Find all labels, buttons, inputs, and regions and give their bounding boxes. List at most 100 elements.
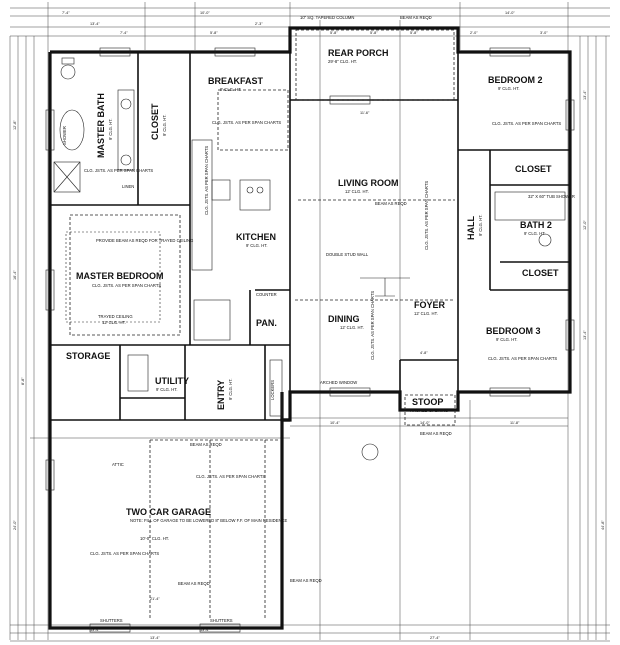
foyer-clg: 12' CLG. HT.: [414, 311, 438, 316]
jsts-dining-note: CLG. JSTS. AS PER SPAN CHARTS: [370, 291, 375, 360]
dim-bot-e: 11'-8": [510, 421, 520, 425]
master-bedroom-tray-ht: 12' CLG. HT.: [102, 320, 126, 325]
breakfast-label: BREAKFAST: [208, 76, 264, 86]
beam-living-note: BEAM AS REQD: [375, 201, 407, 206]
counter-note: COUNTER: [256, 292, 277, 297]
dim-left-c: 24'-0": [13, 520, 17, 530]
rear-porch-clg: 29'-8" CLG. HT.: [328, 59, 357, 64]
dim-living-w: 11'-6": [360, 111, 370, 115]
beam-garage2-note: BEAM AS REQD: [290, 578, 322, 583]
beam-garage1-note: BEAM AS REQD: [178, 581, 210, 586]
dim-top-k: 13'-4": [90, 22, 100, 26]
dimension-lines: [9, 2, 610, 642]
toilet-fixture: [60, 64, 76, 80]
garage-label: TWO CAR GARAGE: [126, 507, 211, 517]
dim-top-e: 5'-8": [330, 31, 338, 35]
toilet-bath2: [538, 233, 552, 247]
hall-clg: 9' CLG. HT.: [478, 214, 483, 236]
utility-clg: 9' CLG. HT.: [156, 387, 178, 392]
kitchen-clg: 9' CLG. HT.: [246, 243, 268, 248]
dining-label: DINING: [328, 314, 360, 324]
dim-left-d: 8'-8": [21, 377, 25, 385]
dim-left-b: 16'-4": [13, 270, 17, 280]
lockers-label: LOCKERS: [270, 380, 275, 400]
interior-walls: [50, 52, 570, 421]
breakfast-clg: 9' CLG. HT.: [220, 87, 242, 92]
closet-master-label: CLOSET: [150, 103, 160, 140]
bedroom3-label: BEDROOM 3: [486, 326, 541, 336]
jsts-garage2-note: CLG. JSTS. AS PER SPAN CHARTS: [90, 551, 159, 556]
dim-top-b: 10'-0": [200, 11, 210, 15]
dim-bot-a: 13'-4": [90, 628, 100, 632]
dim-bot-f: 13'-4": [150, 636, 160, 640]
dashed-outlines: [69, 29, 456, 620]
jsts-bed2-note: CLG. JSTS. AS PER SPAN CHARTS: [492, 121, 561, 126]
entry-label: ENTRY: [216, 380, 226, 410]
dim-top-c: 7'-4": [120, 31, 128, 35]
dim-right-b: 12'-0": [583, 220, 587, 230]
beam-rear-note: BEAM AS REQD: [400, 15, 432, 20]
attic-note: ATTIC: [112, 462, 124, 467]
garage-clg: 10'-0" CLG. HT.: [140, 536, 169, 541]
dimension-labels: 7'-4" 10'-0" 7'-4" 5'-8" 5'-8" 5'-8" 5'-…: [13, 11, 605, 640]
dim-top-d: 5'-8": [210, 31, 218, 35]
dim-bot-g: 27'-4": [430, 636, 440, 640]
beam-stoop-note: BEAM AS REQD: [420, 431, 452, 436]
closet-master-clg: 9' CLG. HT.: [162, 114, 167, 136]
dim-right-c: 13'-4": [583, 330, 587, 340]
bath2-clg: 9' CLG. HT.: [524, 231, 546, 236]
tub-fixture: [59, 109, 85, 151]
pantry-label: PAN.: [256, 318, 277, 328]
dim-top-l: 2'-3": [255, 22, 263, 26]
arched-window-note: ARCHED WINDOW: [320, 380, 357, 385]
bedroom3-clg: 9' CLG. HT.: [496, 337, 518, 342]
double-stud-note: DOUBLE STUD WALL: [326, 252, 369, 257]
ridge-marker: [361, 443, 379, 461]
jsts-kitchen-note: CLG. JSTS. AS PER SPAN CHARTS: [204, 146, 209, 215]
shower-fixture: [53, 161, 81, 193]
range-fixture: [211, 179, 231, 201]
entry-clg: 9' CLG. HT.: [228, 378, 233, 400]
living-room-label: LIVING ROOM: [338, 178, 399, 188]
linen-note: LINEN: [122, 184, 134, 189]
master-bedroom-tray: TRAYED CEILING: [98, 314, 133, 319]
kitchen-island: [239, 179, 271, 211]
windows: [45, 47, 575, 633]
bedroom2-clg: 9' CLG. HT.: [498, 86, 520, 91]
dim-top-f: 5'-8": [370, 31, 378, 35]
shutters-note-2: SHUTTERS: [210, 618, 233, 623]
rear-porch-label: REAR PORCH: [328, 48, 389, 58]
dim-top-i: 2'-0": [470, 31, 478, 35]
dim-left-a: 12'-8": [13, 120, 17, 130]
dim-top-h: 14'-0": [505, 11, 515, 15]
provide-beam-note: PROVIDE BEAM AS REQD FOR TRAYED CEILING: [96, 238, 193, 243]
room-labels: REAR PORCH 29'-8" CLG. HT. BREAKFAST 9' …: [66, 48, 559, 541]
master-bedroom-jsts: CLG. JSTS. AS PER SPAN CHARTS: [92, 283, 161, 288]
garage-fill-note: NOTE: FILL OF GARAGE TO BE LOWERED 8" BE…: [130, 518, 288, 523]
stoop-label: STOOP: [412, 397, 443, 407]
dim-top-j: 3'-0": [540, 31, 548, 35]
dining-clg: 12' CLG. HT.: [340, 325, 364, 330]
master-bath-clg: 9' CLG. HT.: [108, 118, 113, 140]
sink-fixture: [120, 98, 132, 110]
dim-bot-c: 10'-4": [330, 421, 340, 425]
dim-garage-w: 21'-4": [150, 597, 160, 601]
foyer-label: FOYER: [414, 300, 446, 310]
shutters-note-1: SHUTTERS: [100, 618, 123, 623]
jsts-living-note: CLG. JSTS. AS PER SPAN CHARTS: [424, 181, 429, 250]
dim-right-a: 13'-4": [583, 90, 587, 100]
shower-note: SHOWER: [62, 126, 67, 145]
closet-bed2-label: CLOSET: [515, 164, 552, 174]
master-bath-label: MASTER BATH: [96, 93, 106, 158]
tapered-column-note: 10" SQ. TAPERED COLUMN: [300, 15, 354, 20]
living-room-clg: 12' CLG. HT.: [345, 189, 369, 194]
utility-label: UTILITY: [155, 376, 189, 386]
dim-bot-b: 13'-4": [200, 628, 210, 632]
sink-fixture-2: [120, 154, 132, 166]
jsts-master-bath-note: CLG. JSTS. AS PER SPAN CHARTS: [84, 168, 153, 173]
dim-top-g: 5'-8": [410, 31, 418, 35]
dim-foyer-w: 4'-8": [420, 351, 428, 355]
bath2-label: BATH 2: [520, 220, 552, 230]
jsts-breakfast-note: CLG. JSTS. AS PER SPAN CHARTS: [212, 120, 281, 125]
